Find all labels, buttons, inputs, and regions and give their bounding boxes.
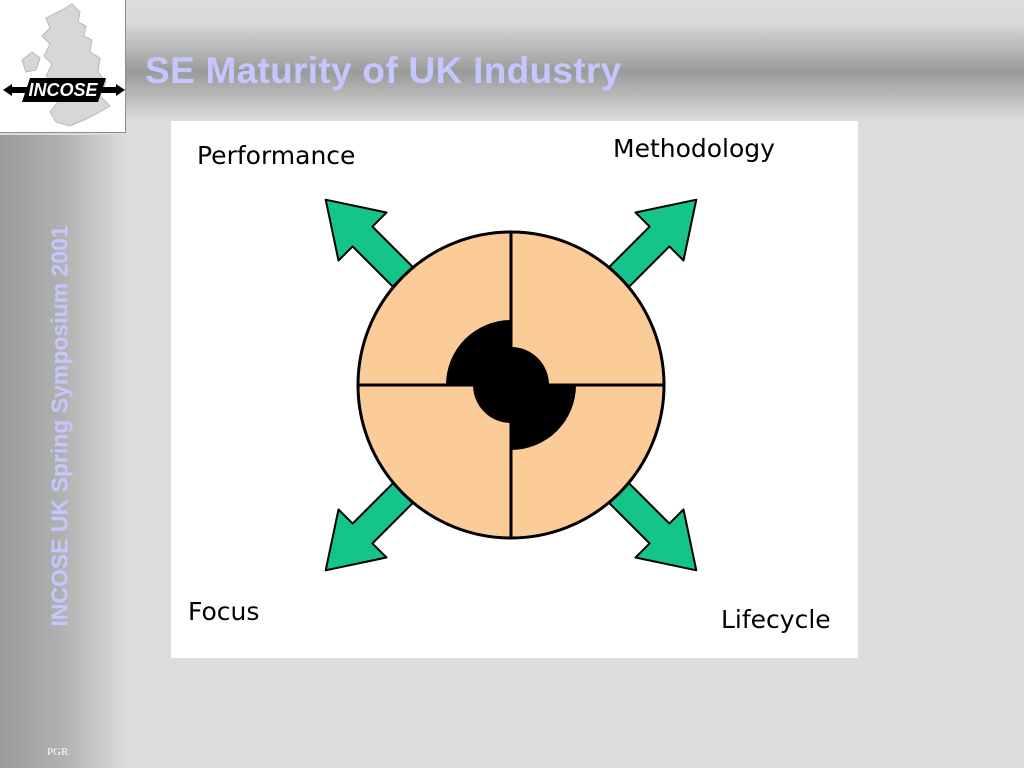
slide-title: SE Maturity of UK Industry	[145, 50, 622, 91]
arrow-lifecycle-icon	[606, 480, 698, 572]
maturity-wheel-graphic	[324, 198, 698, 572]
arrow-methodology-icon	[606, 198, 698, 290]
core-quadrant-top-left	[446, 320, 511, 385]
sidebar-gradient-band	[0, 135, 126, 768]
direction-arrows	[324, 198, 698, 572]
arrow-focus-icon	[324, 480, 416, 572]
label-lifecycle: Lifecycle	[721, 605, 831, 634]
maturity-wheel	[356, 230, 666, 540]
core-quadrant-bottom-right	[511, 385, 576, 450]
vertical-event-title: INCOSE UK Spring Symposium 2001	[46, 225, 73, 627]
core-quadrant-bottom-left	[473, 385, 511, 423]
label-focus: Focus	[188, 597, 260, 626]
header-gradient-band	[0, 0, 1024, 120]
uk-map-arrow-logo-icon: INCOSE	[3, 3, 125, 127]
label-methodology: Methodology	[613, 134, 775, 163]
maturity-diagram: Performance Methodology Focus Lifecycle	[171, 121, 858, 658]
arrow-performance-icon	[324, 198, 416, 290]
incose-logo: INCOSE	[0, 0, 126, 133]
logo-text: INCOSE	[28, 80, 98, 100]
footer-code: PGR	[47, 746, 69, 758]
core-quadrant-top-right	[511, 347, 549, 385]
label-performance: Performance	[197, 141, 356, 170]
